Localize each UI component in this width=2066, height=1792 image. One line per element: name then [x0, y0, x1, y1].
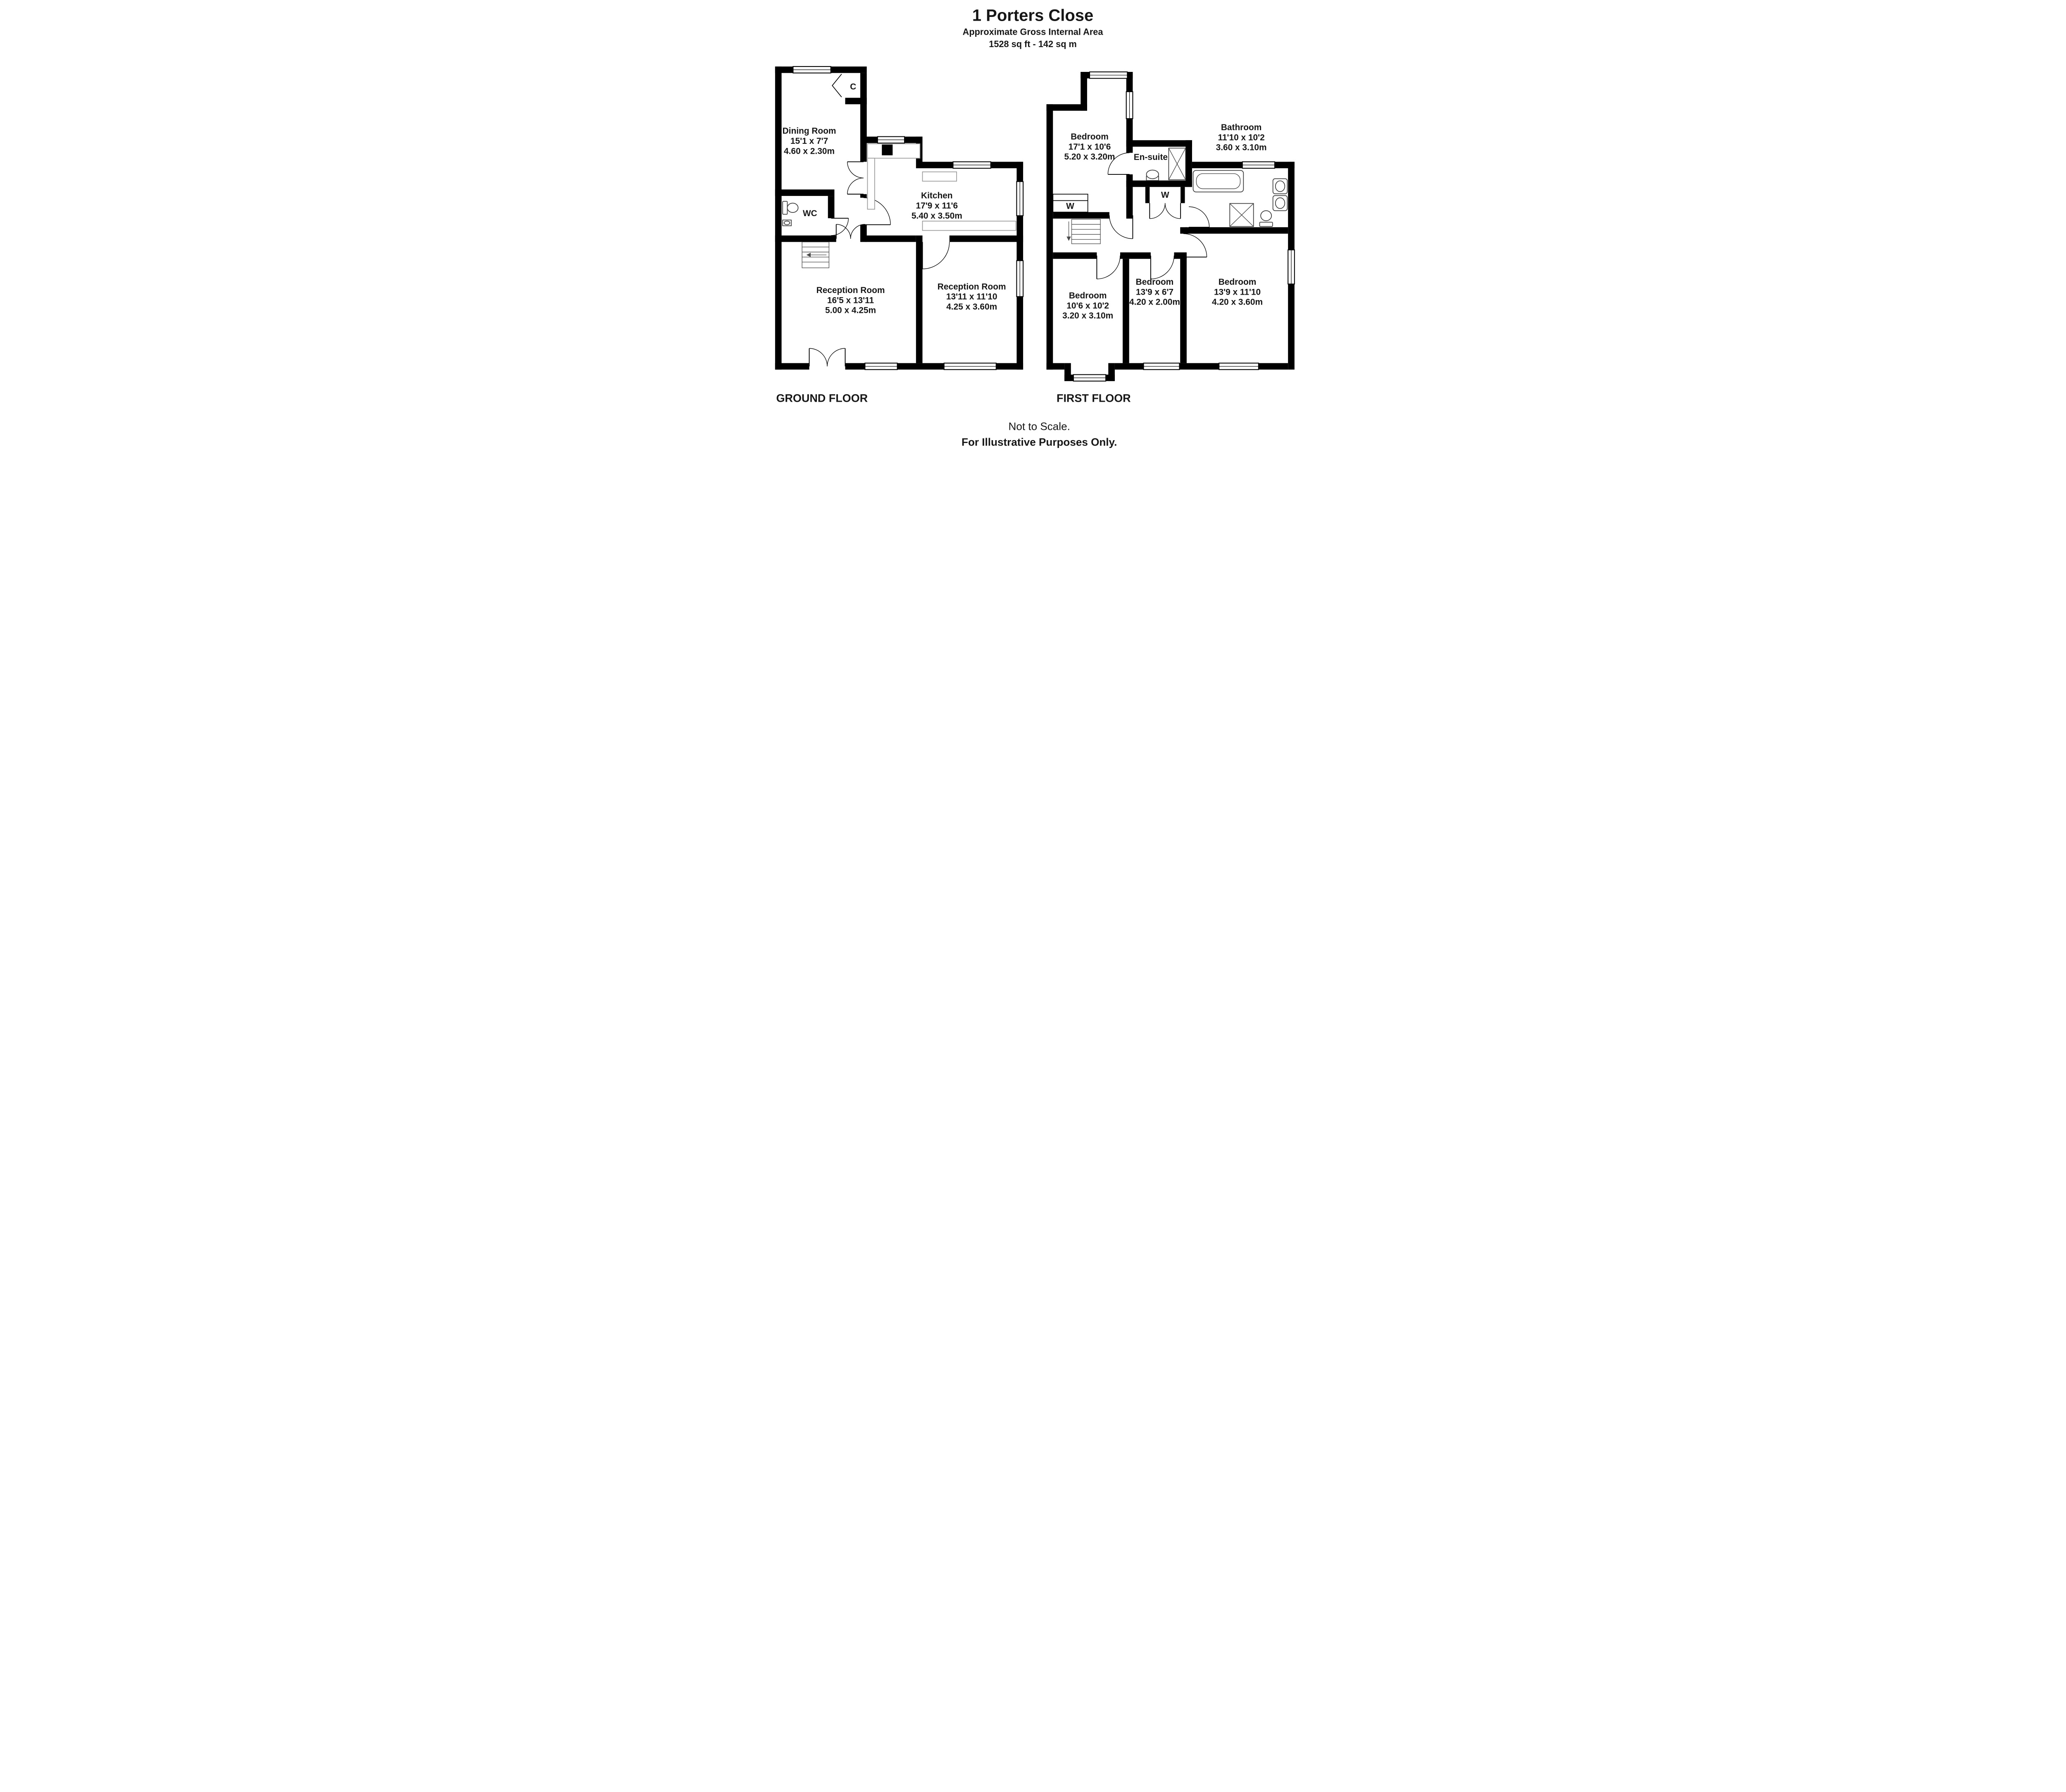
reception2-size-imperial: 13'11 x 11'10 — [946, 292, 997, 302]
window — [1073, 374, 1107, 382]
first-floor-plan: Bedroom 17'1 x 10'6 5.20 x 3.20m En-suit… — [1046, 71, 1295, 405]
window — [1126, 91, 1133, 119]
window — [952, 161, 991, 169]
window — [1219, 362, 1259, 370]
appliance-icon — [882, 144, 893, 155]
floorplan-canvas: 1 Porters Close Approximate Gross Intern… — [755, 0, 1311, 448]
shower-icon — [1168, 148, 1186, 180]
door-swing-wardrobe-double — [1149, 203, 1181, 219]
kitchen-counter — [867, 143, 1016, 231]
window — [1288, 249, 1295, 285]
door-swing-entrance-double — [809, 348, 846, 367]
window — [1242, 161, 1276, 169]
first-floor-labels: Bedroom 17'1 x 10'6 5.20 x 3.20m En-suit… — [1062, 123, 1266, 321]
wardrobe-icon — [1052, 193, 1088, 213]
door-swing-bathroom — [1189, 206, 1210, 228]
bedroom4-size-imperial: 13'9 x 11'10 — [1214, 287, 1261, 297]
window — [1143, 362, 1180, 370]
not-to-scale-note: Not to Scale. — [1009, 420, 1070, 432]
window — [877, 136, 905, 144]
reception1-label: Reception Room — [816, 286, 885, 295]
bathroom-size-metric: 3.60 x 3.10m — [1216, 143, 1267, 153]
ground-floor-windows — [793, 66, 1024, 370]
first-floor-title: FIRST FLOOR — [1057, 392, 1131, 405]
wardrobe-mid-label: W — [1161, 190, 1169, 200]
door-swing-ensuite — [1107, 153, 1130, 175]
wardrobe-left-label: W — [1066, 201, 1074, 211]
bedroom3-size-imperial: 13'9 x 6'7 — [1136, 287, 1173, 297]
bedroom2-size-imperial: 10'6 x 10'2 — [1066, 301, 1109, 310]
dining-room-size-metric: 4.60 x 2.30m — [784, 146, 835, 156]
reception2-size-metric: 4.25 x 3.60m — [946, 302, 997, 312]
reception2-label: Reception Room — [938, 282, 1006, 291]
stairs-icon — [802, 241, 829, 268]
window — [1016, 260, 1024, 297]
toilet-icon — [1259, 210, 1273, 227]
door-swing-bedroom4 — [1183, 233, 1207, 257]
bifold-closet-door — [832, 74, 842, 98]
door-swing-bedroom2 — [1096, 255, 1121, 279]
bedroom3-label: Bedroom — [1136, 277, 1174, 287]
ground-floor-title: GROUND FLOOR — [776, 392, 868, 405]
first-floor-walls — [1046, 71, 1295, 381]
ground-floor-labels: Dining Room 15'1 x 7'7 4.60 x 2.30m C WC… — [783, 82, 1006, 315]
bathroom-size-imperial: 11'10 x 10'2 — [1218, 133, 1265, 142]
window — [943, 362, 997, 370]
kitchen-size-metric: 5.40 x 3.50m — [912, 211, 962, 221]
bedroom2-size-metric: 3.20 x 3.10m — [1062, 311, 1113, 321]
stairs-icon — [1066, 219, 1101, 244]
first-floor-doors — [1096, 153, 1210, 279]
kitchen-label: Kitchen — [921, 191, 953, 200]
door-swing-wc — [831, 218, 849, 236]
window — [1089, 71, 1128, 79]
door-swing-bedroom3 — [1150, 255, 1175, 279]
gross-area: 1528 sq ft - 142 sq m — [989, 39, 1077, 49]
ground-floor-walls — [775, 66, 1023, 370]
bedroom4-label: Bedroom — [1219, 277, 1257, 287]
toilet-icon — [782, 201, 799, 215]
bedroom4-size-metric: 4.20 x 3.60m — [1212, 298, 1263, 307]
double-sink-icon — [1272, 178, 1288, 211]
bathtub-icon — [1192, 170, 1244, 193]
bathroom-label: Bathroom — [1221, 123, 1262, 132]
bedroom3-size-metric: 4.20 x 2.00m — [1129, 298, 1180, 307]
reception1-size-metric: 5.00 x 4.25m — [825, 306, 876, 315]
door-swing-hall-double — [835, 224, 866, 239]
window — [1016, 181, 1024, 216]
sink-icon — [782, 219, 792, 226]
bedroom1-size-imperial: 17'1 x 10'6 — [1069, 142, 1111, 152]
page-subtitle: Approximate Gross Internal Area — [963, 26, 1104, 37]
ground-floor-plan: Dining Room 15'1 x 7'7 4.60 x 2.30m C WC… — [775, 66, 1024, 405]
window — [793, 66, 831, 74]
shower-icon — [1229, 203, 1254, 227]
door-swing-reception2 — [922, 242, 950, 269]
dining-room-label: Dining Room — [783, 126, 836, 136]
header: 1 Porters Close Approximate Gross Intern… — [963, 6, 1104, 49]
door-swing-bedroom1 — [1109, 215, 1133, 239]
reception1-size-imperial: 16'5 x 13'11 — [827, 295, 874, 305]
floorplan-page: 1 Porters Close Approximate Gross Intern… — [755, 0, 1311, 448]
footer: Not to Scale. For Illustrative Purposes … — [962, 420, 1117, 448]
ground-floor-doors — [809, 74, 950, 367]
window — [864, 362, 898, 370]
page-title: 1 Porters Close — [972, 6, 1093, 24]
bedroom1-label: Bedroom — [1071, 132, 1109, 142]
bedroom2-label: Bedroom — [1069, 291, 1107, 300]
closet-label: C — [850, 82, 856, 92]
sink-icon — [1146, 169, 1159, 181]
illustrative-note: For Illustrative Purposes Only. — [962, 436, 1117, 448]
first-floor-windows — [1073, 71, 1295, 382]
kitchen-size-imperial: 17'9 x 11'6 — [916, 201, 958, 211]
door-swing-dining-double — [847, 161, 864, 195]
dining-room-size-imperial: 15'1 x 7'7 — [790, 136, 828, 146]
bedroom1-size-metric: 5.20 x 3.20m — [1064, 152, 1115, 162]
ensuite-label: En-suite — [1134, 153, 1168, 162]
wc-label: WC — [803, 209, 817, 218]
